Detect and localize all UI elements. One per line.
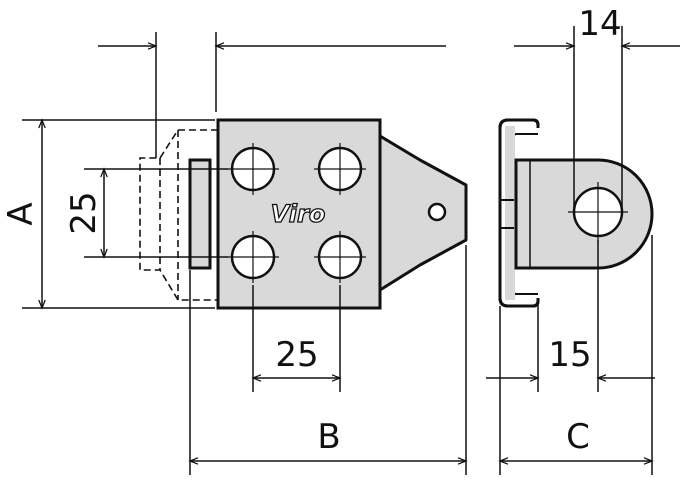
side-dimensions [486,26,680,475]
dim-label-25-horizontal: 25 [275,335,318,375]
dim-label-14: 14 [578,4,621,44]
hole-centerlines [227,143,366,283]
side-dimension-labels: 14 15 C [548,4,621,457]
brand-logo: Viro [271,200,326,228]
hinged-leaf-outline [139,129,218,301]
dim-label-b: B [317,417,340,457]
dim-label-15: 15 [548,335,591,375]
tab-hole [427,202,447,222]
front-dimension-labels: A 25 25 B [1,191,341,457]
stop-plate [188,158,212,270]
tapered-tab [378,134,468,292]
dim-label-a: A [1,202,41,225]
side-clip-fill [505,126,515,300]
dim-label-25-vertical: 25 [64,191,104,234]
side-view [498,118,654,308]
front-view: Viro [139,118,468,310]
dim-label-c: C [566,417,590,457]
front-dimensions [22,32,468,475]
